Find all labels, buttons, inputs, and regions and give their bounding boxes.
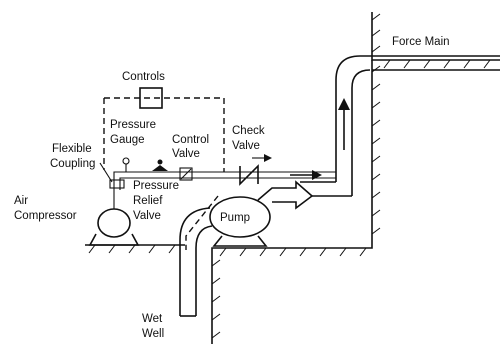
control-valve-label-1: Control: [172, 134, 209, 146]
air-compressor-label-1: Air: [14, 195, 28, 207]
pressure-relief-valve-icon: [152, 160, 168, 172]
control-valve-label-2: Valve: [172, 148, 200, 160]
label-leaders: [100, 163, 112, 182]
check-valve-label-1: Check: [232, 125, 265, 137]
flexible-coupling-label-1: Flexible: [52, 143, 92, 155]
check-valve-icon: [240, 154, 272, 184]
wet-well-label-2: Well: [142, 328, 164, 340]
pressure-relief-label-1: Pressure: [133, 180, 179, 192]
force-main-pipe: [300, 56, 500, 196]
ground-hatching: [89, 14, 490, 338]
controls-label: Controls: [122, 71, 165, 83]
flow-arrow-up-icon: [338, 98, 350, 150]
wet-well-label-1: Wet: [142, 313, 163, 325]
pressure-gauge-icon: [123, 158, 129, 172]
flexible-coupling-label-2: Coupling: [50, 158, 95, 170]
force-main-label: Force Main: [392, 36, 450, 48]
pressure-gauge-label-1: Pressure: [110, 119, 156, 131]
pressure-relief-label-2: Relief: [133, 195, 163, 207]
air-compressor-label-2: Compressor: [14, 210, 77, 222]
check-valve-label-2: Valve: [232, 140, 260, 152]
pressure-gauge-label-2: Gauge: [110, 134, 145, 146]
pressure-relief-label-3: Valve: [133, 210, 161, 222]
pump-label: Pump: [220, 212, 250, 224]
pump-discharge-elbow: [258, 182, 312, 208]
air-compressor-icon: [90, 190, 138, 245]
